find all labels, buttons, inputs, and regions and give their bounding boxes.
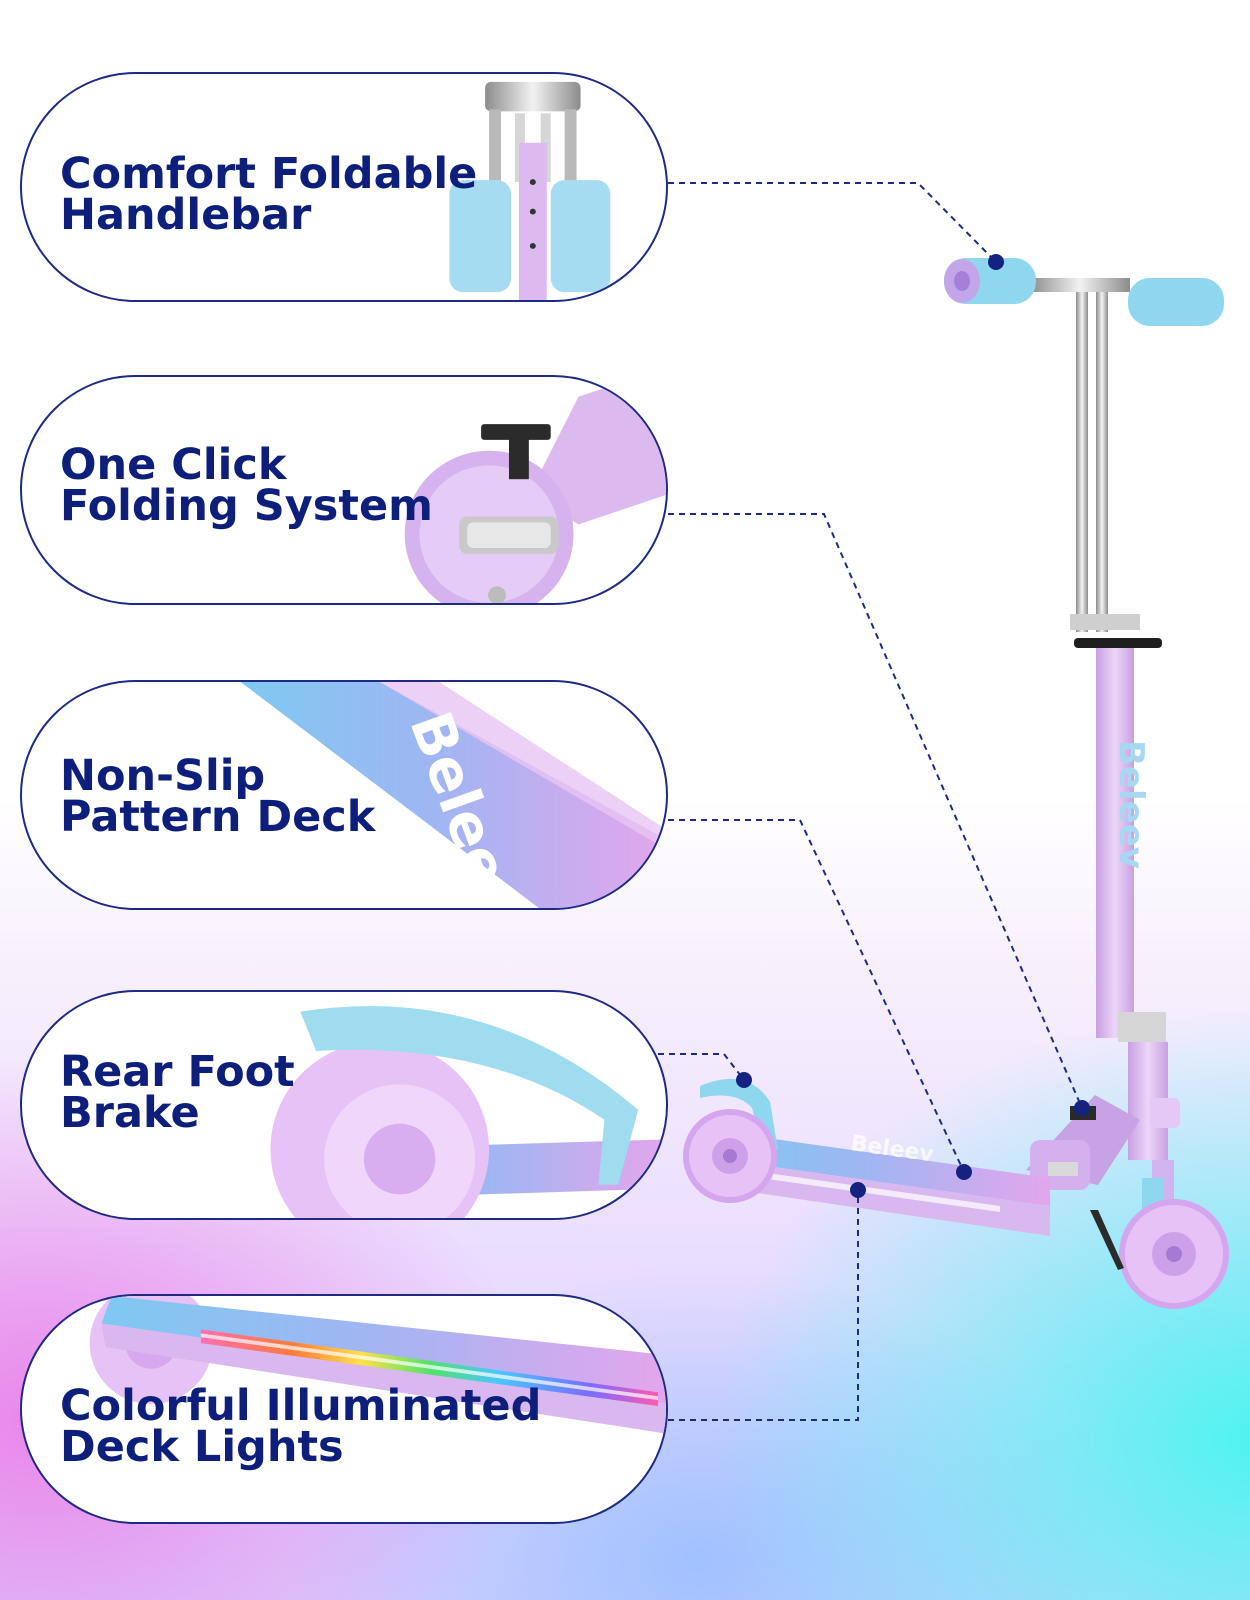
feature-label-line: Non-Slip (60, 751, 266, 801)
rear-brake-closeup-image (270, 1006, 666, 1218)
callout-dot-folding-system (1074, 1100, 1090, 1116)
callout-line-deck-lights (668, 1190, 859, 1421)
folding-system-closeup-image (404, 377, 666, 603)
pattern-deck-closeup-image: Beleev (240, 682, 666, 908)
handlebar-closeup-image (449, 81, 611, 300)
callout-dot-deck-lights (850, 1182, 866, 1198)
feature-label-rear-brake: Rear Foot Brake (60, 1047, 295, 1138)
feature-label-deck-lights: Colorful Illuminated Deck Lights (60, 1381, 542, 1472)
deck-lights-closeup-image (89, 1296, 666, 1434)
callout-line-pattern-deck (668, 819, 965, 1173)
rear-brake (700, 1078, 778, 1152)
feature-label-folding-system: One Click Folding System (60, 440, 433, 531)
feature-label-handlebar: Comfort Foldable Handlebar (60, 149, 478, 240)
deck: Beleev (710, 1130, 1050, 1236)
stem-brand-text: Beleev (1111, 740, 1151, 869)
feature-label-line: One Click (60, 440, 287, 490)
feature-label-line: Colorful Illuminated (60, 1381, 542, 1431)
feature-label-line: Rear Foot (60, 1047, 295, 1097)
feature-label-line: Handlebar (60, 190, 312, 240)
handlebar (944, 258, 1224, 326)
feature-label-line: Brake (60, 1088, 200, 1138)
feature-label-line: Deck Lights (60, 1422, 344, 1472)
feature-card-deck-lights: Colorful Illuminated Deck Lights (20, 1294, 668, 1524)
feature-label-pattern-deck: Non-Slip Pattern Deck (60, 751, 376, 842)
feature-card-folding-system: One Click Folding System (20, 375, 668, 605)
callout-dot-handlebar (988, 254, 1004, 270)
callout-dot-pattern-deck (956, 1164, 972, 1180)
feature-label-line: Comfort Foldable (60, 149, 478, 199)
feature-card-pattern-deck: Beleev Non-Slip Pattern Deck (20, 680, 668, 910)
feature-card-rear-brake: Rear Foot Brake (20, 990, 668, 1220)
callout-line-folding-system (668, 513, 1083, 1109)
feature-card-handlebar: Comfort Foldable Handlebar (20, 72, 668, 302)
callout-line-rear-brake (658, 1053, 745, 1081)
callout-dot-rear-brake (736, 1072, 752, 1088)
callout-line-handlebar (668, 182, 997, 263)
feature-label-line: Folding System (60, 481, 433, 531)
feature-label-line: Pattern Deck (60, 792, 376, 842)
